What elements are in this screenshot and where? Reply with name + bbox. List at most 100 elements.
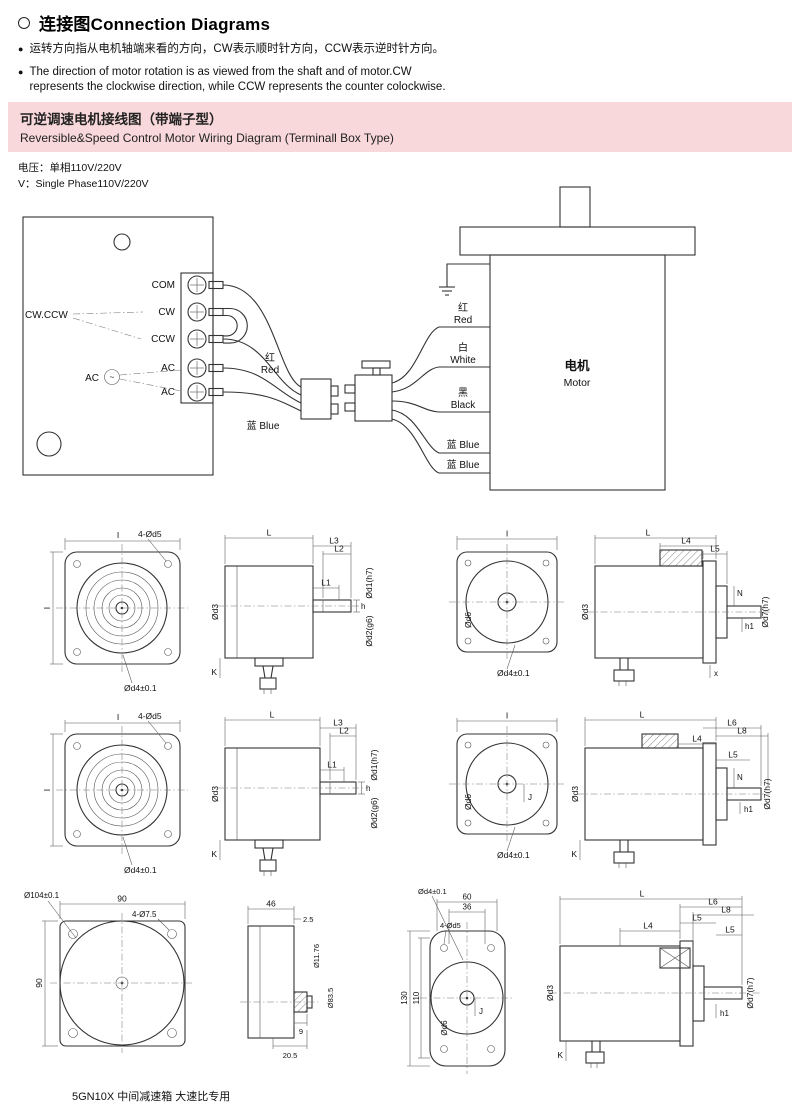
- dim-90-left: 90: [34, 978, 44, 988]
- motor-wire-red-en: Red: [454, 315, 472, 326]
- bullet-icon: ●: [18, 44, 24, 54]
- motor-body: 电机 Motor: [459, 186, 696, 491]
- bullet-icon: ●: [18, 66, 24, 77]
- r2-front-view-motor: I Ød6 J Ød4±0.1: [449, 711, 565, 860]
- banner-title-en: Reversible&Speed Control Motor Wiring Di…: [20, 131, 394, 145]
- dim-d7: Ød7(h7): [760, 596, 770, 627]
- r3-side-view-motor: L L6 L8 L4 L5 L5 Ød3 Ød7(h7) h1 K: [545, 889, 760, 1068]
- dim-110: 110: [412, 991, 421, 1004]
- jumper-loop: [223, 307, 248, 344]
- wire-label-blue: 蓝 Blue: [247, 420, 280, 432]
- dim-L4: L4: [643, 921, 653, 931]
- dim-x: x: [714, 669, 718, 678]
- mounting-hole: [113, 233, 131, 251]
- dim-L5: L5: [728, 750, 738, 760]
- section-banner: 可逆调速电机接线图（带端子型） Reversible&Speed Control…: [8, 102, 792, 152]
- pilot-callout: Ød4±0.1: [124, 865, 157, 875]
- dim-h1: h1: [744, 805, 753, 814]
- dim-K: K: [211, 667, 217, 677]
- dim-J: J: [479, 1007, 483, 1016]
- note-en-line1: The direction of motor rotation is as vi…: [29, 65, 412, 78]
- motor-wires: [391, 326, 490, 474]
- wire-label-red-cn: 红: [265, 351, 275, 364]
- dimension-drawings-row3: 90 90 Ø104±0.1 4-Ø7.5 46 2.5 Ø11.76 Ø83.…: [24, 887, 760, 1074]
- terminal-block: COM CW CCW AC AC: [151, 275, 224, 402]
- svg-text:~: ~: [110, 373, 115, 382]
- connector-male: [344, 360, 393, 422]
- r1-front-view-gearhead: I I 4-Ød5 Ød4±0.1: [42, 529, 188, 693]
- dim-L8: L8: [737, 726, 747, 736]
- dim-shaft-d: Ø11.76: [312, 944, 321, 968]
- controller-wires: [222, 284, 302, 412]
- dimension-drawings-row2: I I 4-Ød5 Ød4±0.1 L L3 L2: [42, 710, 772, 876]
- terminal-label-com: COM: [152, 280, 175, 291]
- page-title: 连接图Connection Diagrams: [39, 15, 271, 34]
- dim-L4: L4: [692, 734, 702, 744]
- ac-source-label: AC: [85, 373, 99, 384]
- holes-callout: 4-Ø7.5: [132, 910, 157, 919]
- dim-d6: Ød6: [440, 1020, 449, 1036]
- leader-line: [119, 378, 182, 392]
- dim-L3: L3: [333, 718, 343, 728]
- ground-icon: [439, 263, 490, 296]
- terminal-label-cw: CW: [158, 307, 175, 318]
- dim-L3: L3: [329, 536, 339, 546]
- dim-90-top: 90: [117, 894, 127, 904]
- dim-I-top: I: [117, 530, 119, 540]
- pilot-callout: Ød4±0.1: [124, 683, 157, 693]
- dim-L1: L1: [321, 578, 331, 588]
- dim-d7: Ød7(h7): [745, 977, 755, 1008]
- wiring-diagram: COM CW CCW AC AC CW.CCW AC ~ 红 Red: [22, 186, 696, 491]
- dim-36: 36: [463, 903, 472, 912]
- dim-d2: Ød2(g6): [364, 615, 374, 646]
- dim-boss-d: Ø83.5: [326, 988, 335, 1008]
- dim-d3: Ød3: [210, 786, 220, 802]
- direction-label: CW.CCW: [25, 310, 68, 321]
- dim-20-5: 20.5: [283, 1051, 298, 1060]
- note-en-text: The direction of motor rotation is as vi…: [29, 65, 445, 96]
- dim-K: K: [571, 849, 577, 859]
- terminal-screw: [187, 302, 224, 322]
- motor-wire-red-cn: 红: [458, 301, 468, 314]
- dim-d2: Ød2(g6): [369, 797, 379, 828]
- dim-I-top: I: [117, 712, 119, 722]
- motor-wire-black-cn: 黑: [458, 387, 468, 399]
- note-en-line2: represents the clockwise direction, whil…: [29, 81, 446, 94]
- dim-L5: L5: [710, 544, 720, 554]
- dim-L: L: [640, 710, 645, 720]
- terminal-box: [659, 549, 703, 567]
- terminal-screw: [187, 329, 224, 349]
- dim-L5b: L5: [725, 925, 735, 935]
- terminal-label-ac1: AC: [161, 363, 175, 374]
- dim-L: L: [267, 528, 272, 538]
- voltage-line2: V：Single Phase110V/220V: [18, 178, 149, 191]
- r3-side-view-gearbox: 46 2.5 Ø11.76 Ø83.5 9 20.5: [240, 899, 335, 1060]
- r2-front-view-gearhead: I I 4-Ød5 Ød4±0.1: [42, 711, 188, 875]
- section-circle-icon: [18, 16, 30, 29]
- r1-front-view-motor: I Ød6 Ød4±0.1: [449, 529, 565, 678]
- voltage-line1: 电压：单相110V/220V: [18, 162, 122, 174]
- note-en: ● The direction of motor rotation is as …: [18, 65, 782, 96]
- r1-side-view-motor: L L4 L5 N h1 Ød7(h7) Ød3 x: [580, 528, 770, 686]
- dim-L6: L6: [727, 718, 737, 728]
- dim-L2: L2: [339, 726, 349, 736]
- dim-130: 130: [400, 991, 409, 1005]
- dim-L5: L5: [692, 913, 702, 923]
- dim-L: L: [270, 710, 275, 720]
- leader-line: [72, 311, 144, 315]
- terminal-strip: [180, 272, 214, 404]
- r2-side-view-motor: L L6 L8 L4 L5 N h1 Ød7(h7) Ød3 K: [570, 710, 772, 868]
- dim-N: N: [737, 773, 743, 782]
- motor-shaft: [559, 186, 591, 228]
- dim-L2: L2: [334, 544, 344, 554]
- dim-N: N: [737, 589, 743, 598]
- dim-K: K: [557, 1050, 563, 1060]
- terminal-label-ccw: CCW: [151, 334, 175, 345]
- dim-L4: L4: [681, 536, 691, 546]
- motor-wire-blue1: 蓝 Blue: [447, 439, 480, 451]
- connector-box: [659, 947, 691, 969]
- r3-front-view-flange: 60 36 Ød4±0.1 4-Ød5 130 110 Ød6 J: [400, 887, 514, 1074]
- holes-callout: 4-Ød5: [138, 529, 162, 539]
- dim-9: 9: [299, 1027, 303, 1036]
